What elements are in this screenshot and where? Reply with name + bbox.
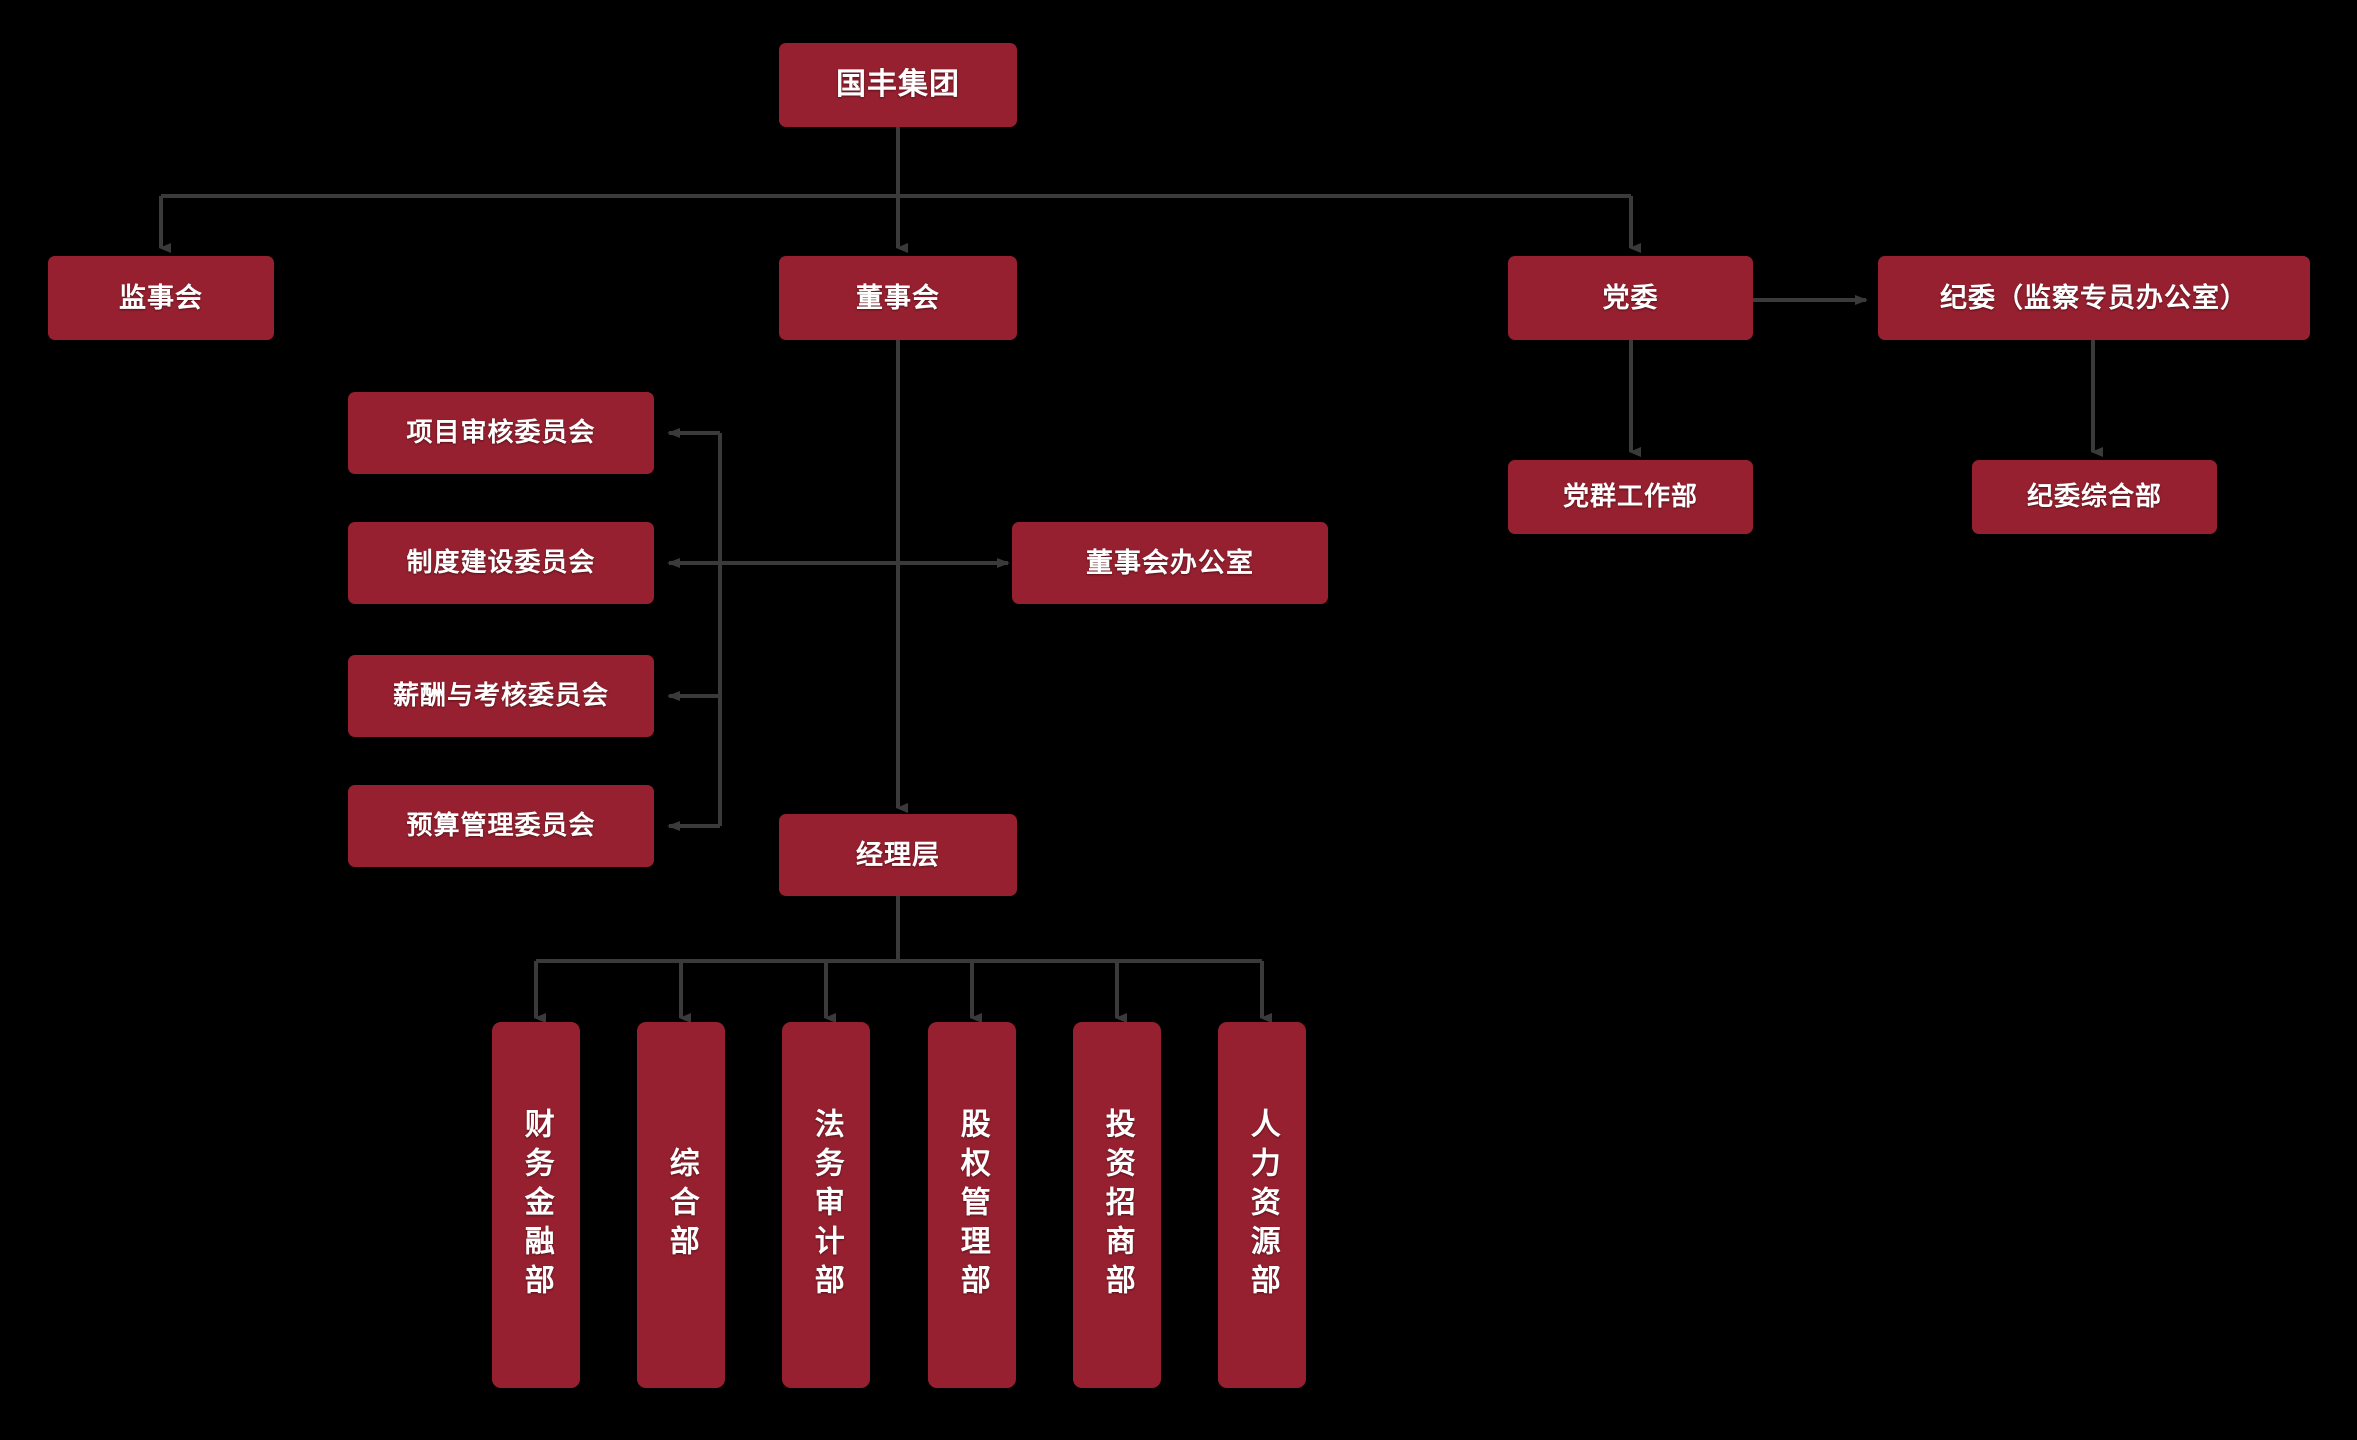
node-supervisory-board-label: 监事会 bbox=[119, 282, 203, 313]
node-department-4[interactable]: 投资招商部 bbox=[1073, 1022, 1161, 1388]
node-department-1[interactable]: 综合部 bbox=[637, 1022, 725, 1388]
node-board-office-label: 董事会办公室 bbox=[1086, 547, 1254, 578]
node-department-0-label: 财务金融部 bbox=[519, 1107, 553, 1303]
node-root-label: 国丰集团 bbox=[836, 67, 960, 101]
node-party-mass-work-dept-label: 党群工作部 bbox=[1562, 481, 1698, 512]
node-discipline-commission-label: 纪委（监察专员办公室） bbox=[1940, 282, 2248, 313]
node-board-of-directors[interactable]: 董事会 bbox=[779, 256, 1017, 340]
node-committee-1-label: 制度建设委员会 bbox=[406, 547, 596, 578]
node-board-office[interactable]: 董事会办公室 bbox=[1012, 522, 1328, 604]
node-discipline-general-dept-label: 纪委综合部 bbox=[2026, 481, 2162, 512]
node-party-mass-work-dept[interactable]: 党群工作部 bbox=[1508, 460, 1753, 534]
node-department-2[interactable]: 法务审计部 bbox=[782, 1022, 870, 1388]
node-committee-2[interactable]: 薪酬与考核委员会 bbox=[348, 655, 654, 737]
node-department-0[interactable]: 财务金融部 bbox=[492, 1022, 580, 1388]
node-department-5-label: 人力资源部 bbox=[1245, 1107, 1279, 1303]
node-department-5[interactable]: 人力资源部 bbox=[1218, 1022, 1306, 1388]
node-department-3-label: 股权管理部 bbox=[955, 1107, 989, 1303]
node-party-committee-label: 党委 bbox=[1602, 282, 1659, 313]
node-committee-3-label: 预算管理委员会 bbox=[406, 810, 596, 841]
node-discipline-commission[interactable]: 纪委（监察专员办公室） bbox=[1878, 256, 2310, 340]
node-department-4-label: 投资招商部 bbox=[1100, 1107, 1134, 1303]
node-party-committee[interactable]: 党委 bbox=[1508, 256, 1753, 340]
node-root[interactable]: 国丰集团 bbox=[779, 43, 1017, 127]
node-discipline-general-dept[interactable]: 纪委综合部 bbox=[1972, 460, 2217, 534]
node-committee-3[interactable]: 预算管理委员会 bbox=[348, 785, 654, 867]
node-department-2-label: 法务审计部 bbox=[809, 1107, 843, 1303]
node-management-level-label: 经理层 bbox=[856, 839, 940, 870]
node-committee-2-label: 薪酬与考核委员会 bbox=[392, 680, 609, 711]
node-committee-0[interactable]: 项目审核委员会 bbox=[348, 392, 654, 474]
node-supervisory-board[interactable]: 监事会 bbox=[48, 256, 274, 340]
node-management-level[interactable]: 经理层 bbox=[779, 814, 1017, 896]
node-committee-0-label: 项目审核委员会 bbox=[406, 417, 596, 448]
node-department-1-label: 综合部 bbox=[664, 1146, 698, 1264]
node-board-of-directors-label: 董事会 bbox=[856, 282, 940, 313]
node-committee-1[interactable]: 制度建设委员会 bbox=[348, 522, 654, 604]
node-department-3[interactable]: 股权管理部 bbox=[928, 1022, 1016, 1388]
